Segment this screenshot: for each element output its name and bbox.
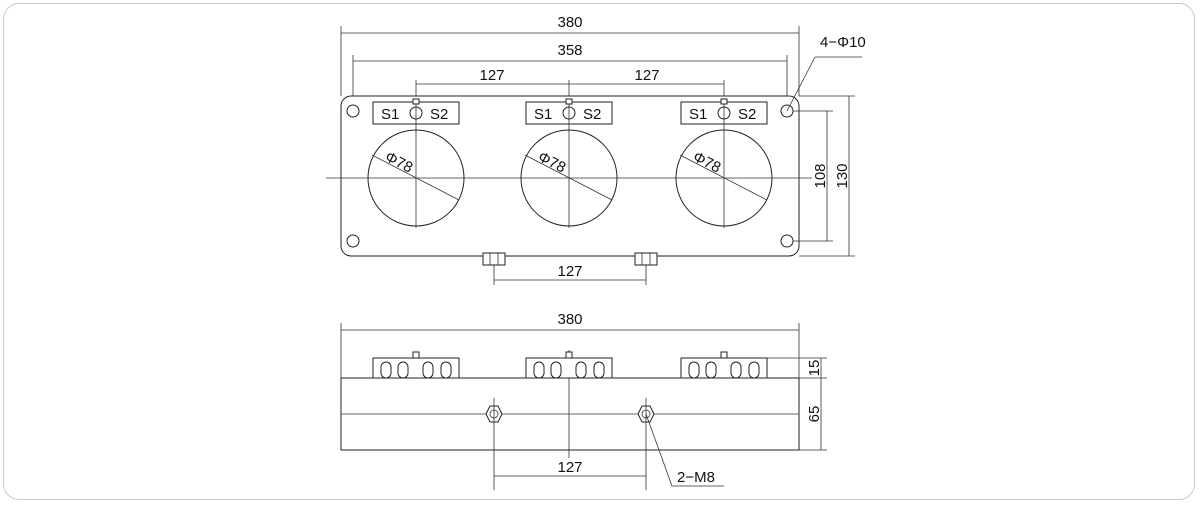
dim-side-bolt-spacing-label: 127 (557, 459, 582, 476)
terminal-s1-label: S1 (381, 106, 399, 123)
dim-pitch-left-label: 127 (479, 67, 504, 84)
bottom-bolts: 127 (482, 252, 658, 285)
side-nut-left (485, 398, 503, 490)
dim-side-overall: 380 (340, 311, 800, 378)
dim-hole-centers-358: 358 (352, 42, 788, 102)
mounting-hole-bottom-left (346, 234, 360, 248)
bolt-right (634, 252, 658, 266)
mounting-hole-bottom-right (780, 234, 794, 248)
dim-side-bolt-spacing: 127 (494, 459, 646, 477)
hole-callout: 4−Φ10 (786, 34, 866, 112)
dim-overall-380: 380 (340, 14, 800, 96)
dim-108-label: 108 (812, 163, 829, 188)
dim-pitch-right-label: 127 (634, 67, 659, 84)
window-1: S1 S2 Φ78 (367, 98, 465, 228)
side-terminal-3 (680, 351, 768, 379)
dim-overall-label: 380 (557, 14, 582, 31)
dim-side-overall-label: 380 (557, 311, 582, 328)
dim-130-label: 130 (834, 163, 851, 188)
window-circle (367, 129, 465, 227)
dim-side-vertical: 15 65 (767, 357, 827, 451)
terminal-s1-label: S1 (689, 106, 707, 123)
dim-358-label: 358 (557, 42, 582, 59)
top-view: 380 358 127 127 4 (326, 14, 866, 285)
base-plate (340, 95, 800, 257)
window-circle (520, 129, 618, 227)
hole-callout-label: 4−Φ10 (820, 34, 866, 51)
bolt-left (482, 252, 506, 266)
terminal-tab (565, 98, 573, 105)
bolt-callout-label: 2−M8 (677, 469, 715, 486)
dim-bolt-spacing-label: 127 (557, 263, 582, 280)
dim-vertical: 108 130 (793, 95, 855, 257)
terminal-tab (720, 98, 728, 105)
terminal-s2-label: S2 (738, 106, 756, 123)
terminal-tab (412, 98, 420, 105)
window-circle (675, 129, 773, 227)
dim-15-label: 15 (806, 360, 823, 377)
side-terminal-1 (372, 351, 460, 379)
terminal-s2-label: S2 (430, 106, 448, 123)
dim-65-label: 65 (806, 406, 823, 423)
terminal-s2-label: S2 (583, 106, 601, 123)
window-3: S1 S2 Φ78 (675, 98, 773, 228)
side-terminal-2 (525, 351, 613, 379)
bolt-callout: 2−M8 (645, 413, 724, 487)
terminal-s1-label: S1 (534, 106, 552, 123)
mounting-hole-top-left (346, 104, 360, 118)
side-view: 380 (340, 311, 827, 490)
